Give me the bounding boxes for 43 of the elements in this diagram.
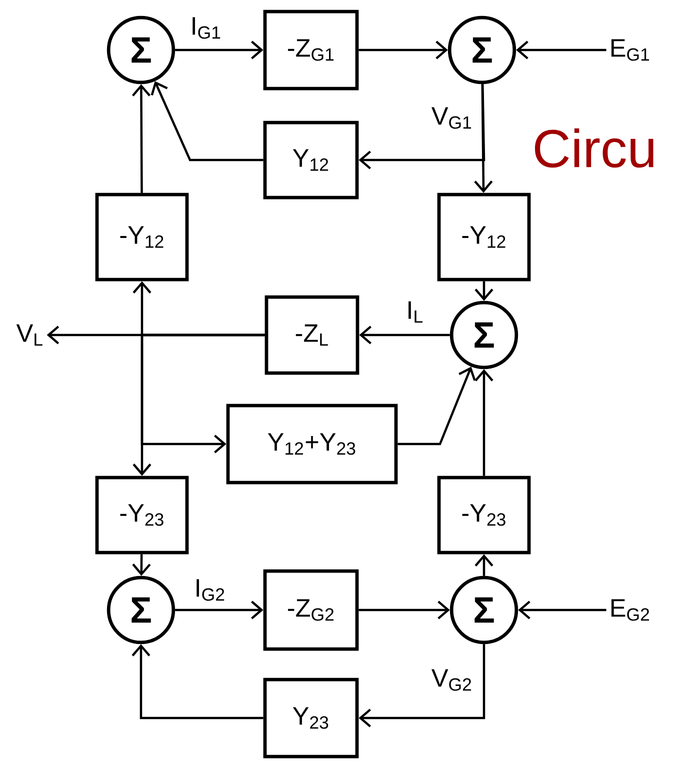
arrow [516, 40, 606, 60]
edge-label: V$_{G2}$ [430, 668, 474, 692]
signal-label: E$_{G1}$ [611, 39, 650, 61]
block-box: -Z$_{G1}$ [263, 10, 359, 90]
arrow [150, 81, 264, 162]
edge-label: V$_{G1}$ [430, 106, 474, 130]
block-box: -Y$_{12}$ [437, 192, 531, 282]
edge-label: I$_{G1}$ [188, 16, 224, 40]
arrow [132, 644, 264, 720]
arrow [358, 40, 448, 60]
block-box: Y$_{12}$+Y$_{23}$ [226, 404, 398, 484]
arrow [474, 84, 493, 193]
block-box: Y$_{12}$ [263, 120, 359, 200]
signal-label: V$_{L}$ [16, 324, 42, 346]
block-box: -Y$_{23}$ [437, 476, 531, 554]
summing-junction: Σ [106, 16, 176, 84]
arrow [358, 644, 486, 728]
arrow [358, 600, 450, 620]
block-box: -Z$_{L}$ [264, 295, 360, 375]
block-box: -Z$_{G2}$ [263, 569, 359, 651]
arrow [518, 600, 606, 620]
edge-label: I$_{L}$ [404, 300, 426, 324]
arrow [359, 326, 450, 344]
arrow [398, 366, 476, 446]
arrow [474, 369, 494, 476]
summing-junction: Σ [106, 576, 176, 644]
summing-junction: Σ [450, 576, 518, 644]
arrow [474, 554, 494, 576]
edge-label: I$_{G2}$ [192, 578, 228, 602]
block-box: Y$_{23}$ [263, 678, 359, 758]
summing-junction: Σ [450, 300, 518, 370]
block-box: -Y$_{12}$ [95, 192, 189, 282]
arrow [358, 84, 486, 170]
arrow [140, 334, 265, 454]
arrow [132, 84, 151, 193]
summing-junction: Σ [448, 16, 516, 84]
arrow [474, 281, 494, 301]
arrow [175, 40, 264, 60]
arrow [175, 600, 264, 620]
signal-label: E$_{G2}$ [611, 599, 649, 621]
title-text: Circu [534, 128, 654, 168]
arrow [132, 554, 151, 576]
block-box: -Y$_{23}$ [95, 476, 189, 554]
